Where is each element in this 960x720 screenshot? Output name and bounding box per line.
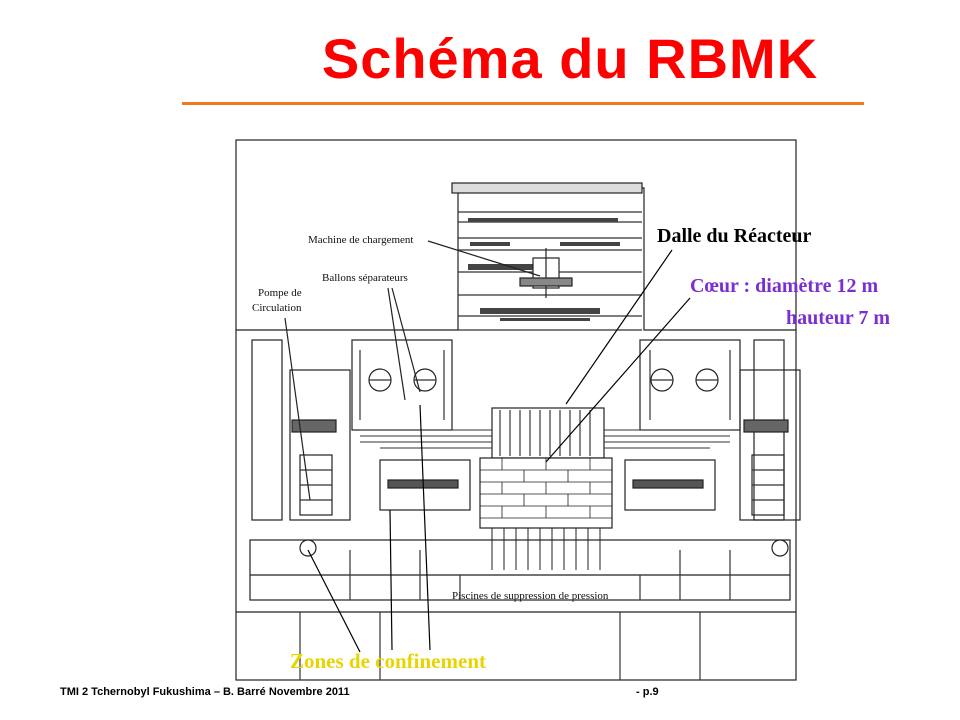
callout-dalle-reacteur: Dalle du Réacteur — [657, 225, 812, 247]
label-ballons-separateurs: Ballons séparateurs — [322, 272, 408, 284]
callout-coeur-diametre: Cœur : diamètre 12 m — [690, 275, 879, 297]
footer-page-number: - p.9 — [636, 686, 659, 698]
footer-left: TMI 2 Tchernobyl Fukushima – B. Barré No… — [60, 686, 350, 698]
label-pompe-line2: Circulation — [252, 302, 302, 314]
title-underline — [182, 102, 864, 105]
label-piscines: Piscines de suppression de pression — [452, 590, 609, 602]
label-pompe-line1: Pompe de — [258, 287, 302, 299]
slide-title: Schéma du RBMK — [321, 27, 819, 90]
callout-zones-confinement: Zones de confinement — [290, 649, 486, 673]
label-machine-chargement: Machine de chargement — [308, 234, 414, 246]
callout-coeur-hauteur: hauteur 7 m — [786, 307, 891, 329]
